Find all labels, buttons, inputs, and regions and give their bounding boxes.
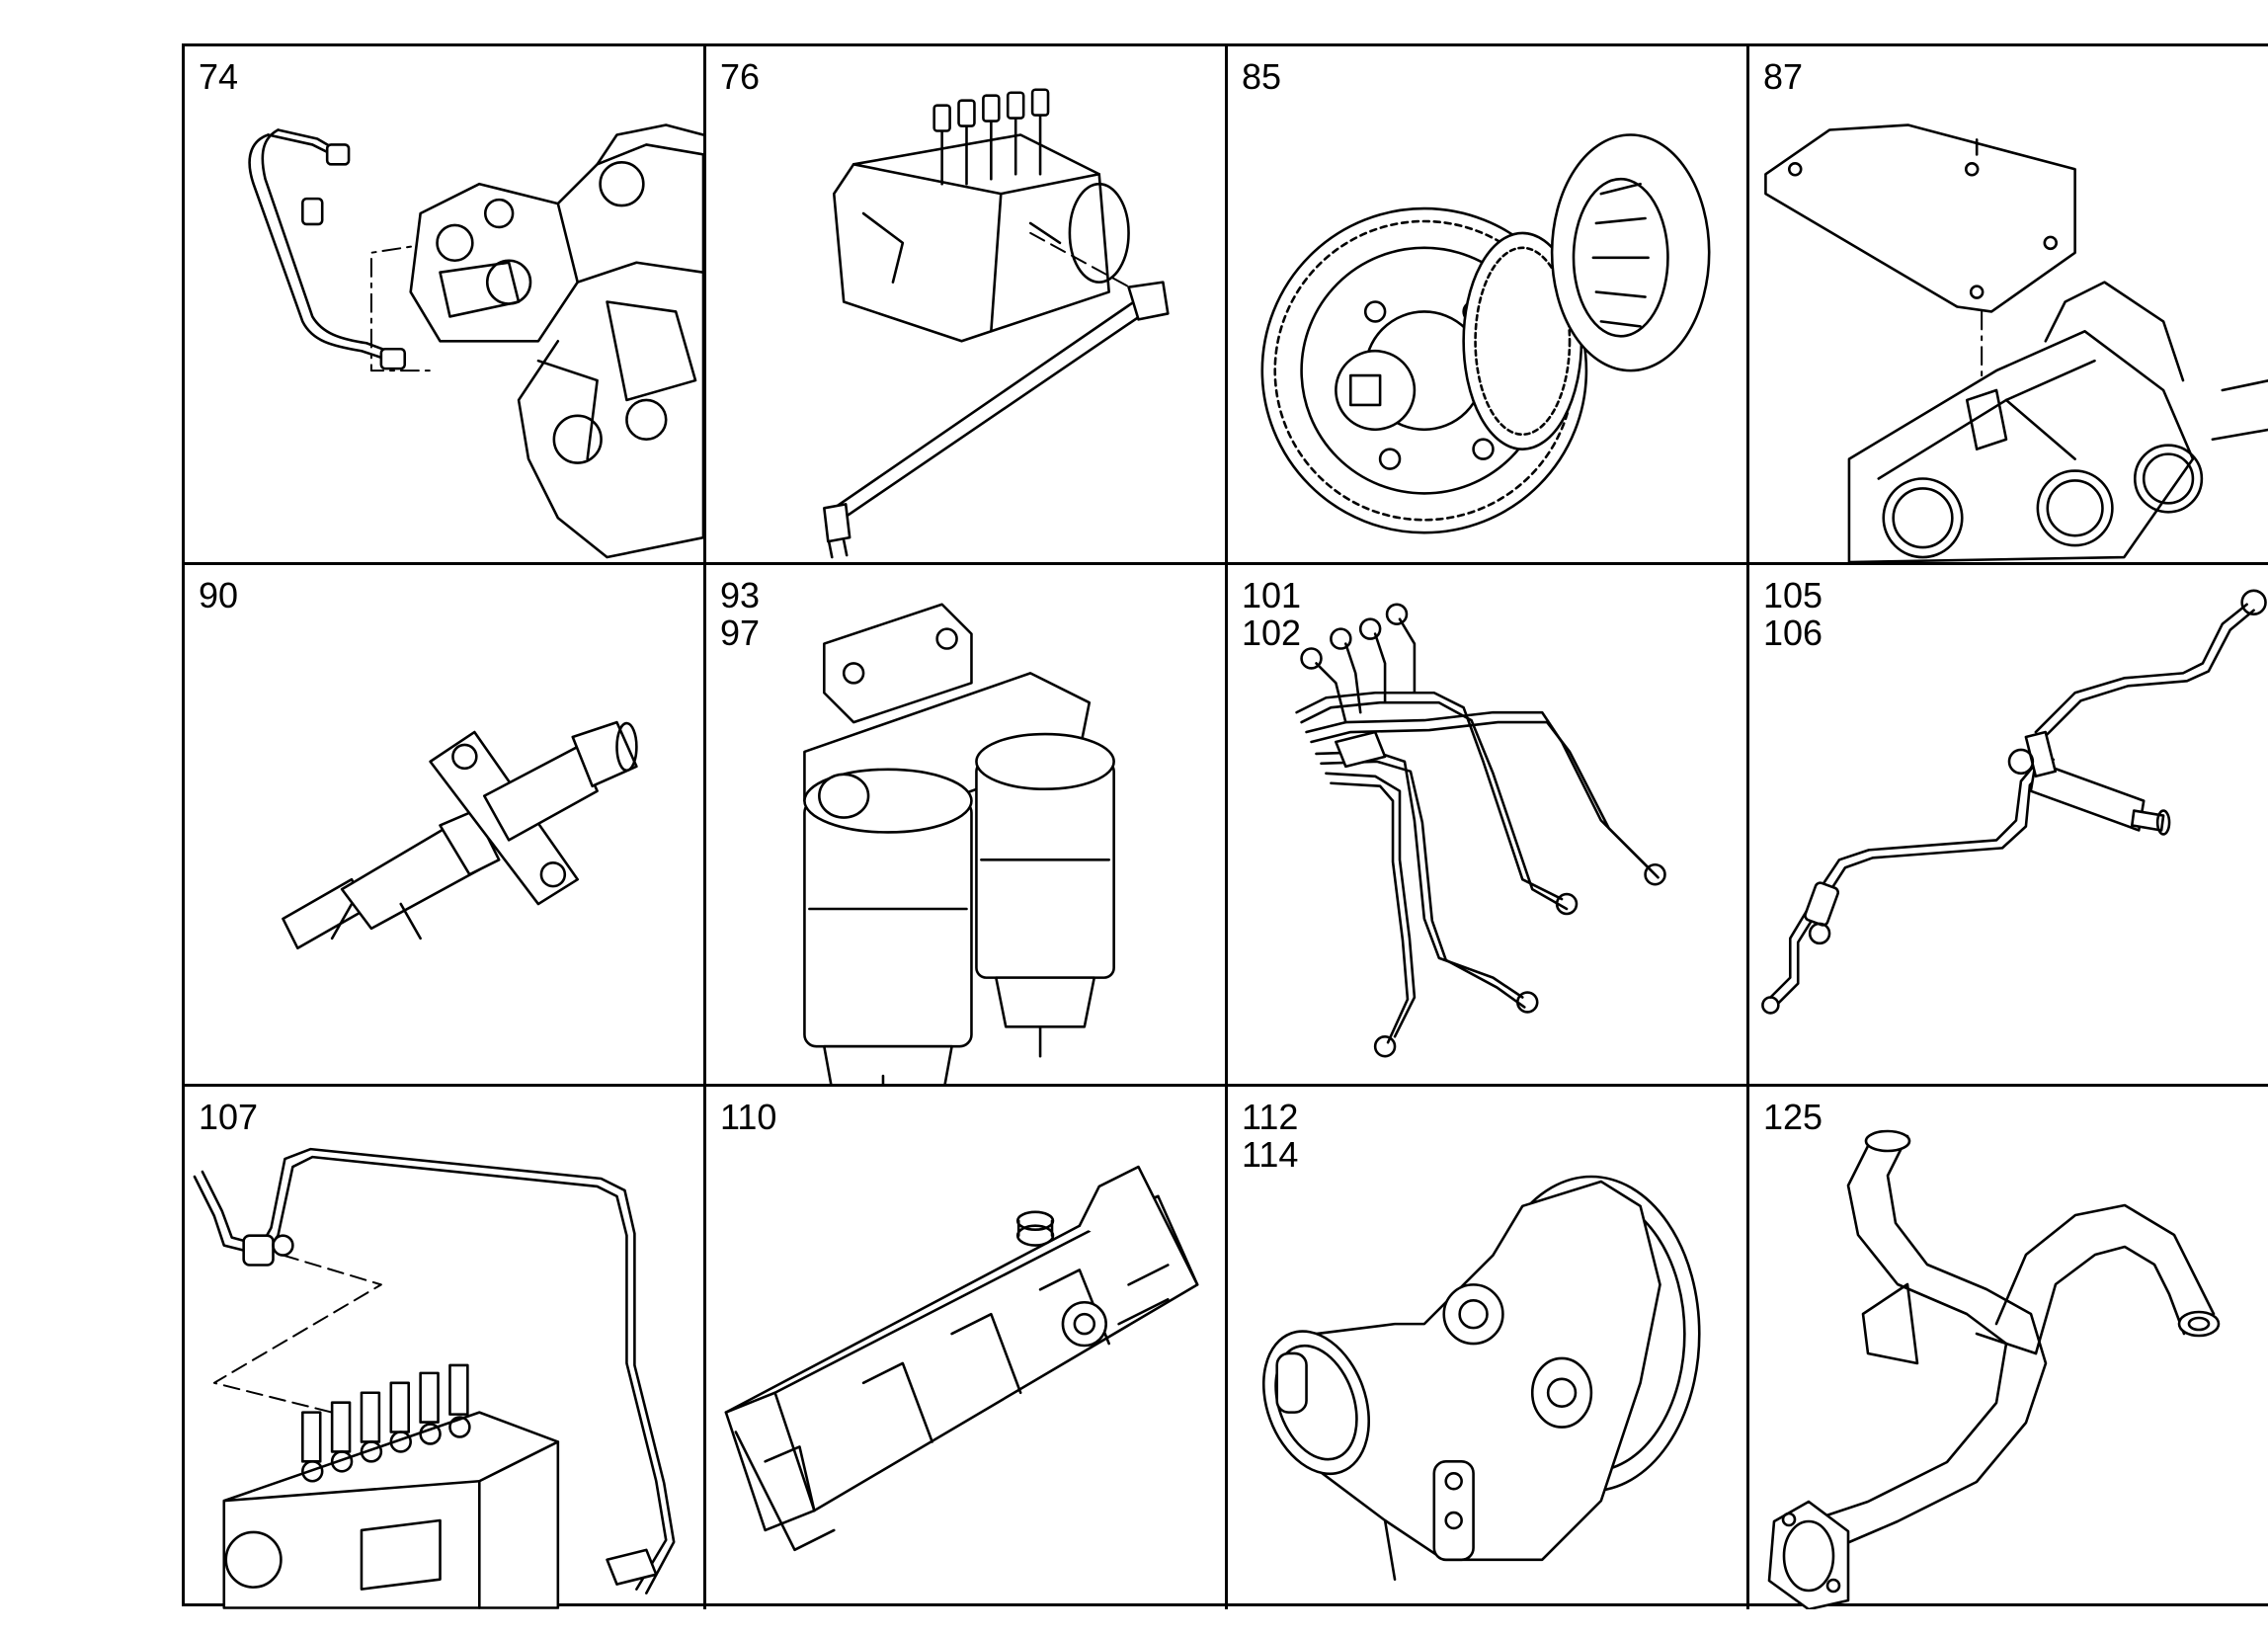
part-cell-87[interactable]: 87 <box>1749 46 2268 565</box>
part-cell-76[interactable]: 76 <box>706 46 1228 565</box>
parts-grid: 74 76 <box>182 43 2268 1609</box>
gasket-plate-illustration <box>1764 123 2268 562</box>
leak-off-pipe-illustration <box>1761 589 2267 1015</box>
part-cell-90[interactable]: 90 <box>185 565 706 1087</box>
part-cell-107[interactable]: 107 <box>185 1087 706 1609</box>
part-cell-74[interactable]: 74 <box>185 46 706 565</box>
fuel-pipe-pump-illustration <box>193 1147 676 1609</box>
part-number: 85 <box>1242 56 1282 97</box>
part-number: 76 <box>720 56 761 97</box>
part-number: 74 <box>199 56 239 97</box>
cylinder-cover-illustration <box>724 1165 1199 1552</box>
injector-nozzle-illustration <box>282 720 638 950</box>
coolant-pipe-illustration <box>1767 1129 2221 1609</box>
part-number: 125 <box>1763 1097 1823 1137</box>
oil-pipe-illustration <box>248 123 703 559</box>
part-cell-125[interactable]: 125 <box>1749 1087 2268 1609</box>
part-cell-85[interactable]: 85 <box>1228 46 1749 565</box>
gear-hub-illustration <box>1260 133 1711 534</box>
part-number: 107 <box>199 1097 259 1137</box>
part-number: 87 <box>1763 56 1804 97</box>
injection-pump-illustration <box>823 88 1170 559</box>
part-number: 90 <box>199 575 239 615</box>
intake-elbow-illustration <box>1261 1175 1701 1581</box>
part-cell-110[interactable]: 110 <box>706 1087 1228 1609</box>
injection-pipes-illustration <box>1295 603 1666 1058</box>
fuel-filter-illustration <box>803 603 1115 1084</box>
part-number: 110 <box>720 1097 777 1137</box>
